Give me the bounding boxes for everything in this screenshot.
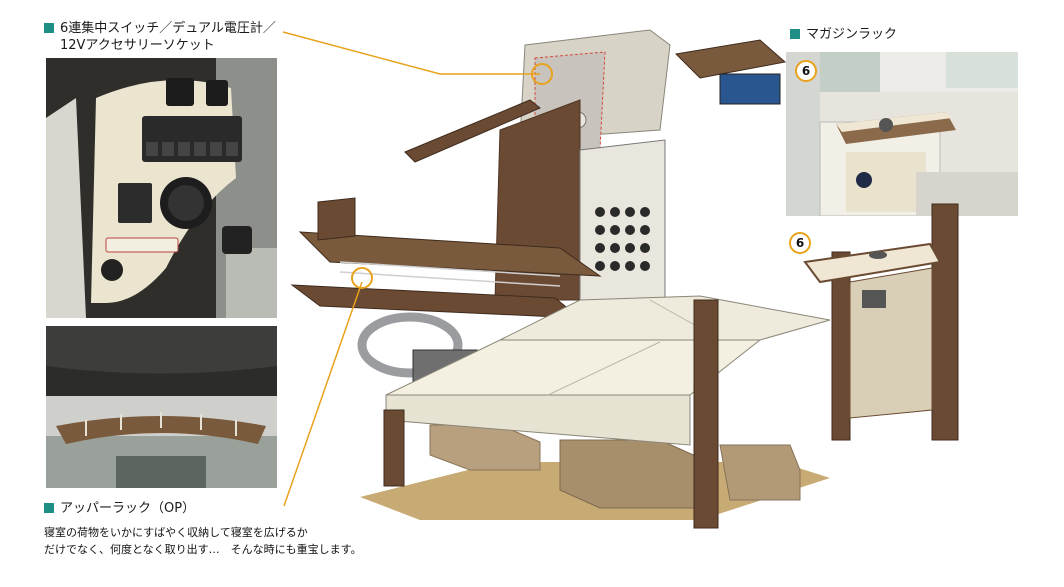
label-marker-icon xyxy=(44,503,54,513)
upper-rack-label: アッパーラック（OP） xyxy=(44,500,195,517)
description-line1: 寝室の荷物をいかにすばやく収納して寝室を広げるか xyxy=(44,526,308,539)
upper-rack-description: 寝室の荷物をいかにすばやく収納して寝室を広げるか だけでなく、何度となく取り出す… xyxy=(44,524,362,558)
monitor-screen xyxy=(719,73,781,105)
rear-switch-box xyxy=(862,290,886,308)
number-badge-photo: 6 xyxy=(795,60,817,82)
dashboard-panel xyxy=(519,29,671,141)
rear-rack-cabinet xyxy=(849,267,933,419)
bed-post-left xyxy=(383,409,405,487)
upper-rack-tray xyxy=(290,284,582,319)
rear-rack-table xyxy=(803,242,942,284)
switch-label-line2: 12Vアクセサリーソケット xyxy=(60,38,215,53)
bed-side xyxy=(385,394,691,446)
label-marker-icon xyxy=(44,23,54,33)
console-wood-column xyxy=(494,99,581,301)
switch-panel-highlight xyxy=(534,51,606,173)
dashboard-vent-icon xyxy=(569,111,587,129)
magazine-rack-photo xyxy=(786,52,1018,216)
upper-rack-label-text: アッパーラック（OP） xyxy=(60,501,196,516)
seat-cushion-left xyxy=(429,424,541,471)
switch-label-line1: 6連集中スイッチ／デュアル電圧計／ xyxy=(60,21,276,36)
number-badge-model: 6 xyxy=(789,232,811,254)
floor-plate xyxy=(360,462,830,520)
rear-post-right xyxy=(931,203,959,441)
arm-rail xyxy=(404,99,541,163)
magazine-rack-label: マガジンラック xyxy=(790,26,897,43)
magazine-label-text: マガジンラック xyxy=(806,27,898,42)
upper-rack-leader-line xyxy=(283,281,363,507)
console-side-panel xyxy=(579,139,666,301)
cup-holder-icon xyxy=(869,251,887,259)
bed-post-front xyxy=(693,299,719,529)
bed-mattress-rear xyxy=(499,295,831,341)
rear-post-left xyxy=(831,251,851,441)
seat-cushion-center xyxy=(559,439,701,509)
seat-cushion-right xyxy=(719,444,801,501)
steering-wheel xyxy=(357,312,463,378)
magazine-rack-top xyxy=(674,39,787,79)
label-marker-icon xyxy=(790,29,800,39)
switch-callout-ring xyxy=(531,63,553,85)
switch-leader-line xyxy=(282,31,540,75)
switch-panel-label: 6連集中スイッチ／デュアル電圧計／ 12Vアクセサリーソケット xyxy=(44,20,276,54)
upper-rack-photo xyxy=(46,326,277,488)
upper-rack-top-rail xyxy=(298,231,602,277)
upper-rack-end-panel xyxy=(317,197,356,241)
bed-mattress-front xyxy=(385,339,762,396)
upper-rack-callout-ring xyxy=(351,267,373,289)
description-line2: だけでなく、何度となく取り出す… そんな時にも重宝します。 xyxy=(44,543,362,556)
steering-box xyxy=(412,349,478,391)
switch-panel-photo xyxy=(46,58,277,318)
